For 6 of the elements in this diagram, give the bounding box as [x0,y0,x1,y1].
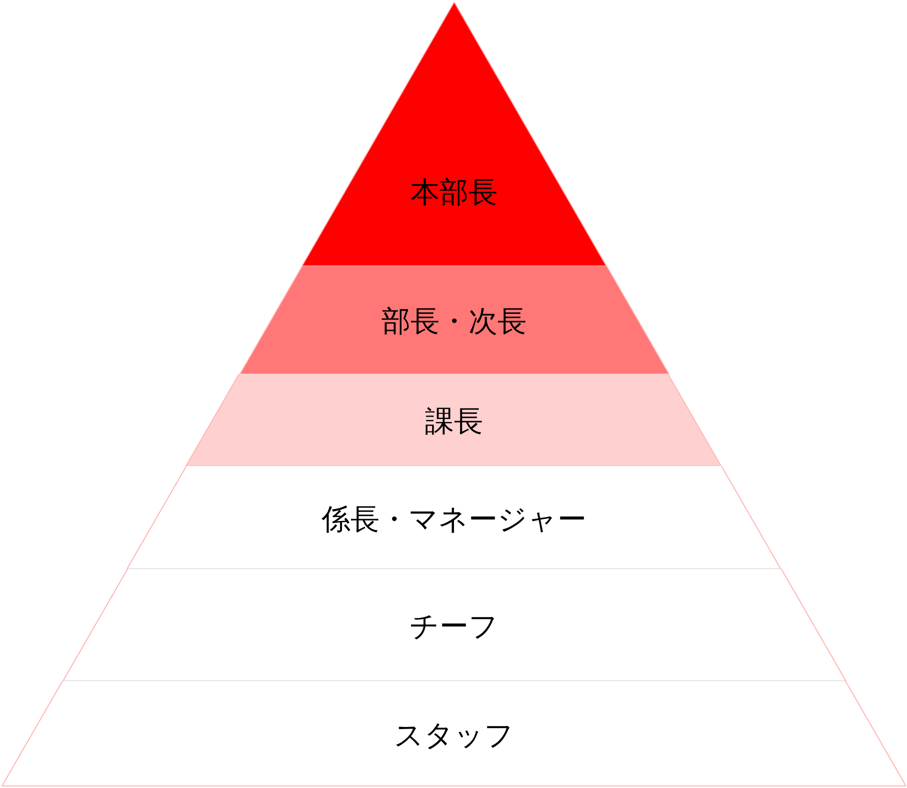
tier-label: 係長・マネージャー [321,502,586,538]
tier-label: 課長 [424,405,483,440]
tier-label: スタッフ [394,718,514,754]
tier-label: 部長・次長 [381,305,526,340]
tier-label: チーフ [409,610,498,645]
tier-label: 本部長 [410,176,498,211]
